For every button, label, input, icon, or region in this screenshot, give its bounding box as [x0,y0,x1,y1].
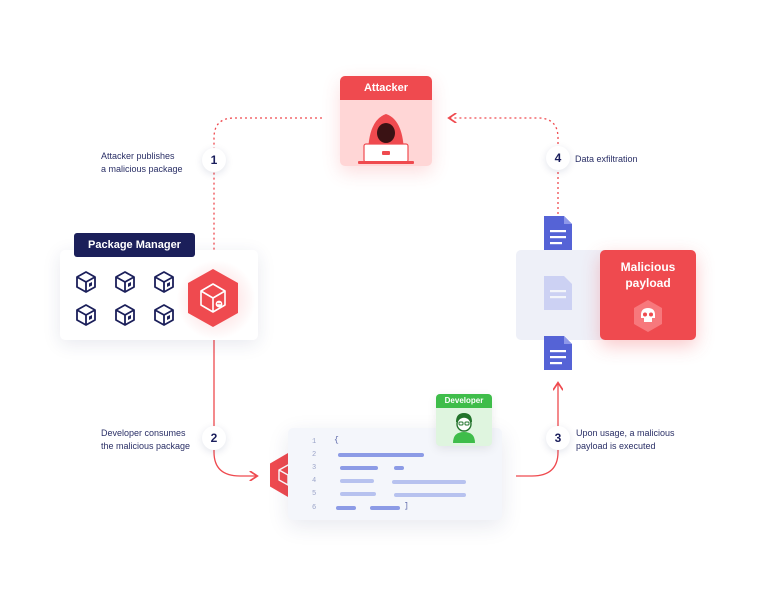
code-editor: 1 2 3 4 5 6 { ] [288,428,502,520]
attacker-title: Attacker [340,76,432,100]
step-label-4: Data exfiltration [575,153,665,166]
package-icon [115,271,135,293]
malicious-payload-title: Malicious payload [620,260,676,290]
step-label-4-line-1: Data exfiltration [575,154,638,164]
hooded-hacker-icon [358,114,414,164]
line-number: 4 [312,477,317,485]
step-badge-3: 3 [546,426,570,450]
step-label-1: Attacker publishes a malicious package [101,150,201,176]
code-line-placeholder [340,466,378,470]
arrow-consume [213,340,256,476]
step-badge-4: 4 [546,146,570,170]
malicious-payload-card: Malicious payload [600,250,696,340]
arrow-publish [214,117,322,262]
package-icon [154,304,174,326]
step-label-1-line-2: a malicious package [101,164,183,174]
step-label-2-line-1: Developer consumes [101,428,186,438]
package-manager-title: Package Manager [74,233,195,257]
line-number: 5 [312,490,317,498]
step-label-3: Upon usage, a malicious payload is execu… [576,427,686,453]
step-label-1-line-1: Attacker publishes [101,151,175,161]
step-badge-2: 2 [202,426,226,450]
malicious-package-icon [188,269,238,327]
code-open-brace: { [334,436,339,445]
developer-title: Developer [436,394,492,408]
document-icon [544,276,572,310]
step-label-3-line-1: Upon usage, a malicious [576,428,675,438]
skull-hexagon-icon [634,300,662,332]
step-label-3-line-2: payload is executed [576,441,656,451]
attacker-card: Attacker [340,76,432,166]
line-number: 2 [312,451,317,459]
arrow-execute [516,384,558,477]
code-line-placeholder [394,466,404,470]
arrow-exfiltration [450,118,559,214]
code-line-placeholder [370,506,400,510]
code-line-placeholder [340,479,374,483]
step-label-2: Developer consumes the malicious package [101,427,201,453]
code-line-placeholder [394,493,466,497]
code-close-bracket: ] [404,502,409,511]
package-icon [115,304,135,326]
code-line-placeholder [338,453,424,457]
payload-document-panel [516,250,608,340]
document-icon [544,336,572,370]
step-label-2-line-2: the malicious package [101,441,191,451]
step-badge-1: 1 [202,148,226,172]
developer-card: Developer [436,394,492,446]
package-icon [76,304,96,326]
line-number: 6 [312,504,317,512]
developer-avatar-icon [453,413,475,443]
line-number: 1 [312,438,317,446]
code-line-placeholder [340,492,376,496]
code-line-placeholder [336,506,356,510]
line-number: 3 [312,464,317,472]
code-line-placeholder [392,480,466,484]
document-icon [544,216,572,250]
package-icon [154,271,174,293]
package-icon [76,271,96,293]
